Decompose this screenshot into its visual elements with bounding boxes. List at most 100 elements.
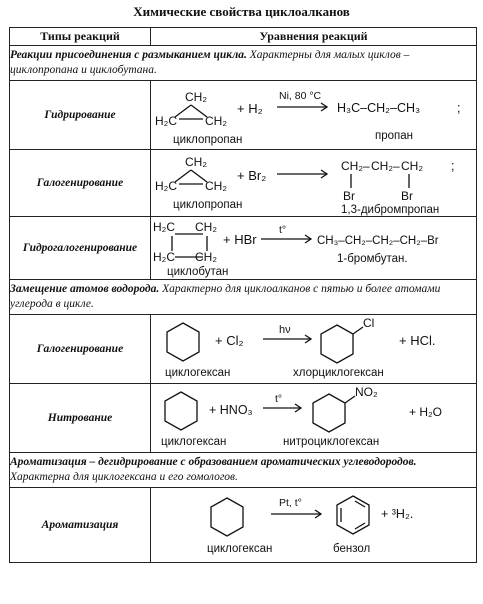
ch2-label: CH₂ [195,250,217,264]
arrow-head [314,509,323,519]
section-aromatization: Ароматизация – дегидрирование с образова… [9,452,477,488]
product-formula: CH₃–CH₂–CH₂–CH₂–Br [317,235,439,247]
section-row: Замещение атомов водорода. Характерно дл… [9,279,477,315]
no2-label: NO₂ [355,385,378,399]
cyclohexane-ring [164,391,198,431]
arrow-condition: t° [279,224,286,236]
reagent: + Cl₂ [215,333,244,348]
bond-line [174,169,192,183]
reagent: + H₂ [237,101,263,116]
bond-line [190,104,208,118]
aromatization-equation: циклогексан Pt, t° + ³H₂. бензол [207,495,413,555]
arrow-head [304,234,313,244]
ch2-label: CH₂ [205,179,227,193]
product-name: пропан [375,130,413,142]
h2c-label: H₂C [153,250,175,264]
section-title: Замещение атомов водорода. [10,283,160,295]
table-row: Галогенирование циклогексан + Cl₂ hν Cl … [9,314,477,384]
reaction-type: Галогенирование [9,314,151,384]
section-note: Характерна для циклогексана и его гомоло… [10,471,238,483]
bond-line [344,395,356,404]
arrow-condition: t° [275,393,282,405]
header-equations: Уравнения реакций [150,27,477,46]
reaction-type: Гидрогалогенирование [9,216,151,280]
reactions-table: Типы реакций Уравнения реакций Реакции п… [9,27,477,563]
reaction-type: Нитрование [9,383,151,453]
table-row: Нитрование циклогексан + HNO₃ t° NO₂ + H… [9,383,477,453]
product-name: нитроциклогексан [283,436,379,448]
nitration-equation: циклогексан + HNO₃ t° NO₂ + H₂O нитроцик… [161,385,442,448]
reagent: + Br₂ [237,168,266,183]
ch2-label: CH₂ [371,159,393,173]
bond-line [352,326,364,335]
halogenation-equation: CH₂ H₂C CH₂ циклопропан + Br₂ CH₂ – CH₂ … [155,155,454,216]
ch2-label: CH₂ [341,159,363,173]
reactant-name: циклопропан [173,134,242,146]
line-end: ; [451,159,454,173]
section-addition: Реакции присоединения с размыканием цикл… [9,45,477,81]
section-title: Ароматизация – дегидрирование с образова… [10,456,417,468]
table-row: Гидрогалогенирование H₂C CH₂ H₂C CH₂ цик… [9,216,477,280]
reagent: + HBr [223,232,257,247]
bond-dash: – [393,159,400,173]
chlorination-equation: циклогексан + Cl₂ hν Cl + HCl. хлорцикло… [165,316,435,379]
equation-cell: циклогексан Pt, t° + ³H₂. бензол [150,487,477,563]
arrow-condition: Ni, 80 °C [279,90,322,102]
section-row: Ароматизация – дегидрирование с образова… [9,452,477,488]
reactant-name: циклогексан [161,436,226,448]
cyclohexane-ring [210,497,244,537]
product-name: 1-бромбутан. [337,253,408,265]
line-end: + H₂O [409,405,442,419]
section-substitution: Замещение атомов водорода. Характерно дл… [9,279,477,315]
arrow-head [294,403,303,413]
cyclohexane-ring [166,322,200,362]
equation-cell: циклогексан + Cl₂ hν Cl + HCl. хлорцикло… [150,314,477,384]
arrow-condition: hν [279,324,291,336]
hydrohalogenation-equation: H₂C CH₂ H₂C CH₂ циклобутан + HBr t° CH₃–… [153,220,439,278]
reagent: + HNO₃ [209,403,253,417]
table-row: Галогенирование CH₂ H₂C CH₂ циклопропан … [9,149,477,217]
bond-dash: – [363,159,370,173]
product-name: хлорциклогексан [293,367,384,379]
header-types: Типы реакций [9,27,151,46]
product-name: бензол [333,543,370,555]
table-row: Гидрирование CH₂ H₂C CH₂ циклопропан + H… [9,80,477,150]
section-title: Реакции присоединения с размыканием цикл… [10,49,247,61]
br-label: Br [343,189,355,203]
header-row: Типы реакций Уравнения реакций [9,27,477,46]
reaction-type: Гидрирование [9,80,151,150]
line-end: + ³H₂. [381,507,413,521]
h2c-label: H₂C [153,220,175,234]
reactant-name: циклогексан [165,367,230,379]
h2c-label: H₂C [155,179,177,193]
section-row: Реакции присоединения с размыканием цикл… [9,45,477,81]
cyclohexane-ring [312,393,346,433]
reaction-type: Ароматизация [9,487,151,563]
ch2-label: CH₂ [205,114,227,128]
equation-cell: H₂C CH₂ H₂C CH₂ циклобутан + HBr t° CH₃–… [150,216,477,280]
reactant-name: циклопропан [173,199,242,211]
ch2-label: CH₂ [401,159,423,173]
arrow-condition: Pt, t° [279,497,302,509]
reactant-name: циклогексан [207,543,272,555]
table-row: Ароматизация циклогексан Pt, t° + ³H₂. б… [9,487,477,563]
hydrogenation-equation: CH₂ H₂C CH₂ циклопропан + H₂ Ni, 80 °C H… [155,90,460,146]
equation-cell: CH₂ H₂C CH₂ циклопропан + Br₂ CH₂ – CH₂ … [150,149,477,217]
arrow-head [304,334,313,344]
bond-line [190,169,208,183]
reactant-name: циклобутан [167,266,228,278]
section-note: Характерно для циклоалканов с пятью и бо… [10,283,441,310]
double-bond [354,522,366,530]
equation-cell: CH₂ H₂C CH₂ циклопропан + H₂ Ni, 80 °C H… [150,80,477,150]
arrow-head [320,169,329,179]
product-formula: H₃C–CH₂–CH₃ [337,101,420,115]
double-bond [354,500,366,508]
page-title: Химические свойства циклоалканов [133,4,350,19]
equation-cell: циклогексан + HNO₃ t° NO₂ + H₂O нитроцик… [150,383,477,453]
cyclohexane-ring [320,324,354,364]
line-end: + HCl. [399,333,435,348]
benzene-ring [336,495,370,535]
ch2-label: CH₂ [195,220,217,234]
line-end: ; [457,101,460,115]
ch2-label: CH₂ [185,90,207,104]
